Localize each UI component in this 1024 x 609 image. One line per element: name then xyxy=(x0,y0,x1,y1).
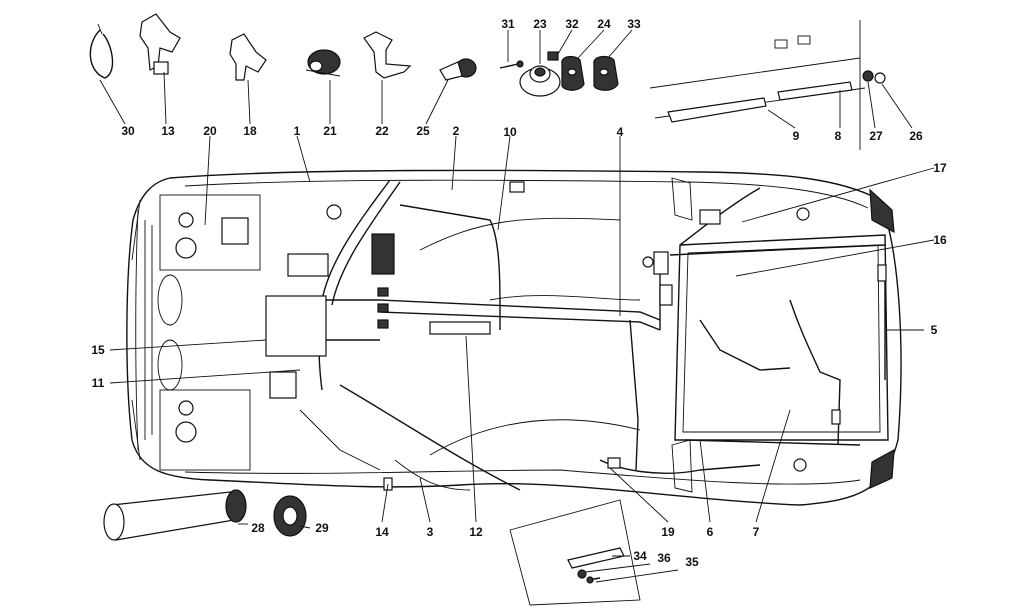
car-body-outline xyxy=(126,169,902,506)
part-label-25: 25 xyxy=(416,124,430,138)
part-label-5: 5 xyxy=(931,323,938,337)
part-35-screw xyxy=(586,576,601,584)
part-label-35: 35 xyxy=(685,555,699,569)
part-13-clip xyxy=(139,13,181,75)
part-36-washer xyxy=(577,569,587,579)
part-label-22: 22 xyxy=(375,124,389,138)
part-label-36: 36 xyxy=(657,551,671,565)
part-33-pad xyxy=(593,55,619,91)
part-label-34: 34 xyxy=(633,549,647,563)
part-label-29: 29 xyxy=(315,521,329,535)
part-34-bracket xyxy=(509,499,641,606)
part-label-17: 17 xyxy=(933,161,947,175)
part-label-33: 33 xyxy=(627,17,641,31)
part-27-washer xyxy=(862,70,874,82)
part-label-19: 19 xyxy=(661,525,675,539)
part-label-6: 6 xyxy=(707,525,714,539)
part-label-26: 26 xyxy=(909,129,923,143)
part-22-bracket xyxy=(363,31,412,79)
part-label-7: 7 xyxy=(753,525,760,539)
part-29-grommet xyxy=(273,495,307,537)
leader-lines xyxy=(99,29,935,583)
part-label-32: 32 xyxy=(565,17,579,31)
part-label-4: 4 xyxy=(617,125,624,139)
part-label-10: 10 xyxy=(503,125,517,139)
part-24-pad xyxy=(561,55,585,91)
part-21-grommet xyxy=(305,49,341,77)
part-18-clip xyxy=(229,33,267,81)
main-wiring-harness xyxy=(265,179,887,491)
part-26-nut xyxy=(874,72,886,84)
part-28-tube xyxy=(103,489,247,541)
part-label-2: 2 xyxy=(453,124,460,138)
part-23-flange xyxy=(519,65,561,97)
part-30-strap xyxy=(89,23,114,79)
part-31-screw xyxy=(499,60,524,69)
part-label-3: 3 xyxy=(427,525,434,539)
part-label-18: 18 xyxy=(243,124,257,138)
part-label-11: 11 xyxy=(92,376,105,390)
part-label-15: 15 xyxy=(91,343,105,357)
part-label-27: 27 xyxy=(869,129,883,143)
part-32-nut xyxy=(547,51,559,61)
part-label-16: 16 xyxy=(933,233,947,247)
part-label-8: 8 xyxy=(835,129,842,143)
part-label-1: 1 xyxy=(294,124,301,138)
part-25-plug xyxy=(439,58,477,81)
part-label-28: 28 xyxy=(251,521,265,535)
part-label-31: 31 xyxy=(501,17,515,31)
part-label-20: 20 xyxy=(203,124,217,138)
part-label-23: 23 xyxy=(533,17,547,31)
part-label-13: 13 xyxy=(161,124,175,138)
part-label-9: 9 xyxy=(793,129,800,143)
part-label-24: 24 xyxy=(597,17,611,31)
part-label-12: 12 xyxy=(469,525,483,539)
part-9-and-8-brackets xyxy=(649,20,866,150)
part-label-21: 21 xyxy=(323,124,337,138)
part-label-30: 30 xyxy=(121,124,135,138)
part-label-14: 14 xyxy=(375,525,389,539)
